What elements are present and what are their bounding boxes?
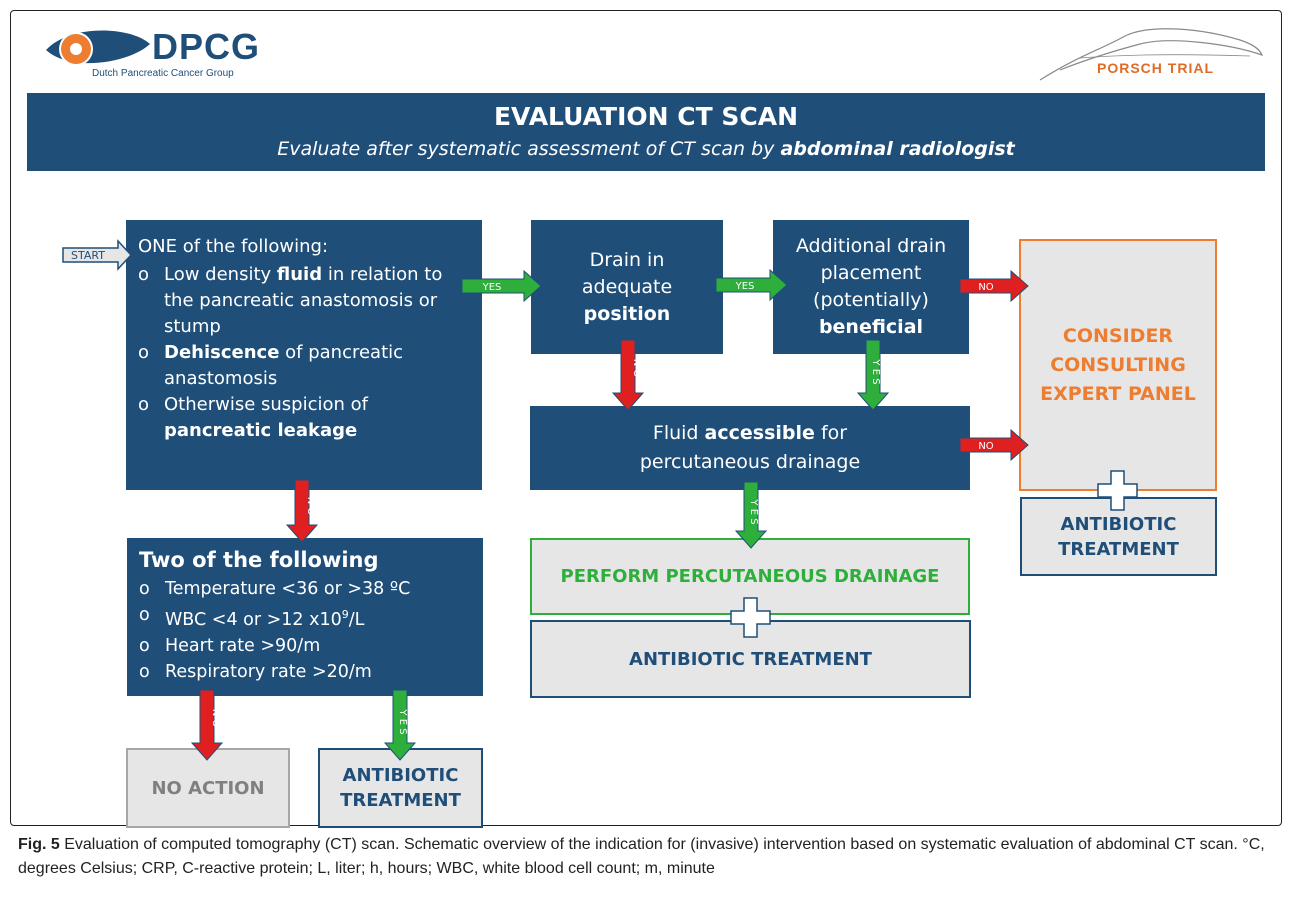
expert-antibiotic-line: TREATMENT xyxy=(1058,538,1179,560)
no-label: NO xyxy=(978,441,993,452)
sirs-list: Temperature <36 or >38 ºC WBC <4 or >12 … xyxy=(139,576,473,685)
criteria-bold: Dehiscence xyxy=(164,342,280,363)
banner-title: EVALUATION CT SCAN xyxy=(493,102,799,131)
criteria-box: ONE of the following: Low density fluid … xyxy=(126,220,482,490)
header-banner: EVALUATION CT SCAN Evaluate after system… xyxy=(27,93,1265,171)
sirs-item: Respiratory rate >20/m xyxy=(139,659,473,685)
sirs-item: Heart rate >90/m xyxy=(139,633,473,659)
caption-label: Fig. 5 xyxy=(18,836,60,853)
no-label: NO xyxy=(978,282,993,293)
criteria-item: Dehiscence of pancreatic anastomosis xyxy=(138,340,472,392)
sirs-criteria-box: Two of the following Temperature <36 or … xyxy=(127,538,483,696)
no-arrow-down-icon: N O xyxy=(285,479,319,543)
additional-drain-text: Additional drain placement (potentially)… xyxy=(796,233,946,341)
yes-arrow-icon: YES xyxy=(461,269,542,303)
additional-line-bold: beneficial xyxy=(818,316,924,338)
caption-text: Evaluation of computed tomography (CT) s… xyxy=(18,836,1265,877)
fluid-text: Fluid xyxy=(652,422,705,444)
no-vertical-label: N O xyxy=(305,497,316,516)
porsch-trial-text: PORSCH TRIAL xyxy=(1097,60,1214,76)
yes-arrow-icon: YES xyxy=(715,268,788,302)
expert-antibiotic-text: ANTIBIOTIC TREATMENT xyxy=(1058,512,1179,562)
criteria-text: Low density xyxy=(164,264,277,285)
criteria-bold: pancreatic leakage xyxy=(164,420,358,441)
car-silhouette-icon xyxy=(1039,28,1264,81)
yes-arrow-down-icon: Y E S xyxy=(383,689,417,761)
additional-line: Additional drain xyxy=(795,235,947,257)
fluid-accessible-text: Fluid accessible for percutaneous draina… xyxy=(640,419,860,477)
drain-line: adequate xyxy=(581,275,673,298)
expert-line: CONSULTING xyxy=(1050,353,1186,376)
drain-line: Drain in xyxy=(589,248,665,271)
yes-label: YES xyxy=(735,281,755,292)
fluid-accessible-box: Fluid accessible for percutaneous draina… xyxy=(530,406,970,490)
figure-frame xyxy=(10,10,1282,826)
antibiotic-treatment-text: ANTIBIOTIC TREATMENT xyxy=(340,763,461,813)
sirs-unit: /L xyxy=(348,609,365,630)
figure-caption: Fig. 5 Evaluation of computed tomography… xyxy=(18,833,1278,881)
additional-line: (potentially) xyxy=(813,289,929,311)
expert-panel-text: CONSIDER CONSULTING EXPERT PANEL xyxy=(1040,322,1196,409)
sirs-item: Temperature <36 or >38 ºC xyxy=(139,576,473,602)
dpcg-eye-icon xyxy=(46,30,150,66)
banner-subtitle: Evaluate after systematic assessment of … xyxy=(27,138,1265,160)
drain-line-bold: position xyxy=(583,302,671,325)
expert-antibiotic-line: ANTIBIOTIC xyxy=(1060,513,1177,535)
no-arrow-down-icon: N O xyxy=(611,339,645,411)
expert-panel-box: CONSIDER CONSULTING EXPERT PANEL xyxy=(1019,239,1217,491)
no-vertical-label: N O xyxy=(631,359,642,378)
no-arrow-down-icon: N O xyxy=(190,689,224,761)
fluid-text: for xyxy=(814,422,848,444)
yes-arrow-down-icon: Y E S xyxy=(856,339,890,411)
yes-vertical-label: Y E S xyxy=(397,708,408,734)
criteria-bold: fluid xyxy=(276,264,323,285)
plus-icon xyxy=(1097,470,1138,511)
criteria-item: Low density fluid in relation to the pan… xyxy=(138,262,472,340)
drain-position-box: Drain in adequate position xyxy=(531,220,723,354)
yes-vertical-label: Y E S xyxy=(748,498,759,524)
criteria-text: in relation to the pancreatic anastomosi… xyxy=(164,264,443,337)
sirs-item: WBC <4 or >12 x109/L xyxy=(139,602,473,633)
sirs-heading: Two of the following xyxy=(139,548,379,572)
antibiotic-line: ANTIBIOTIC xyxy=(342,765,459,786)
drain-position-text: Drain in adequate position xyxy=(582,247,672,328)
banner-subtitle-emphasis: abdominal radiologist xyxy=(780,138,1015,160)
start-arrow-icon: START xyxy=(62,239,133,271)
plus-icon xyxy=(730,597,771,638)
sirs-text: WBC <4 or >12 x10 xyxy=(165,609,342,630)
yes-vertical-label: Y E S xyxy=(870,358,881,384)
no-action-box: NO ACTION xyxy=(126,748,290,828)
fluid-bold: accessible xyxy=(704,422,815,444)
yes-arrow-down-icon: Y E S xyxy=(734,481,768,549)
dpcg-logo-text: DPCG xyxy=(152,26,261,67)
fluid-line: percutaneous drainage xyxy=(639,451,861,473)
criteria-text: of pancreatic anastomosis xyxy=(164,342,404,389)
antibiotic-treatment-box: ANTIBIOTIC TREATMENT xyxy=(318,748,483,828)
sirs-superscript: 9 xyxy=(341,608,349,621)
no-arrow-icon: NO xyxy=(959,269,1029,303)
expert-line: CONSIDER xyxy=(1062,324,1174,347)
antibiotic-line: TREATMENT xyxy=(340,790,461,811)
fluid-line: Fluid accessible for xyxy=(640,419,860,448)
yes-label: YES xyxy=(482,282,502,293)
additional-line: placement xyxy=(820,262,922,284)
criteria-heading: ONE of the following: xyxy=(138,236,329,257)
criteria-list: Low density fluid in relation to the pan… xyxy=(138,262,472,444)
no-vertical-label: N O xyxy=(210,709,221,728)
start-label: START xyxy=(71,249,105,262)
no-arrow-icon: NO xyxy=(959,428,1029,462)
criteria-item: Otherwise suspicion of pancreatic leakag… xyxy=(138,392,472,444)
banner-subtitle-text: Evaluate after systematic assessment of … xyxy=(277,138,781,160)
criteria-text: Otherwise suspicion of xyxy=(164,394,368,415)
additional-drain-box: Additional drain placement (potentially)… xyxy=(773,220,969,354)
dpcg-logo-subtitle: Dutch Pancreatic Cancer Group xyxy=(92,68,234,79)
expert-line: EXPERT PANEL xyxy=(1040,382,1196,405)
